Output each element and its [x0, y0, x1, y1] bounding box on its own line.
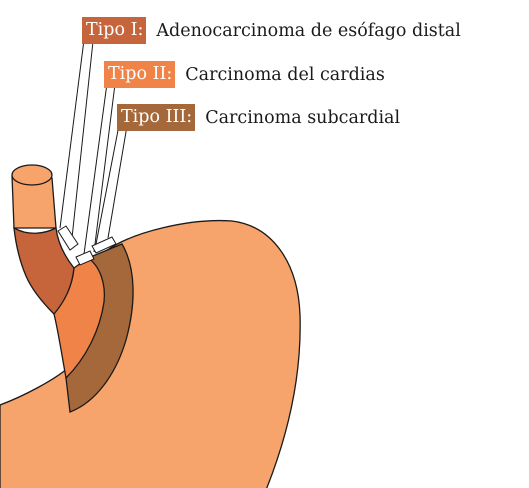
desc-type3: Carcinoma subcardial: [205, 107, 400, 129]
tag-type3: Tipo III:: [117, 104, 195, 131]
pointer-line-type2-b: [94, 76, 116, 252]
label-type2: Tipo II: Carcinoma del cardias: [104, 61, 385, 88]
desc-type1: Adenocarcinoma de esófago distal: [156, 20, 460, 42]
pointer-line-type1-a: [60, 32, 85, 228]
label-type3: Tipo III: Carcinoma subcardial: [117, 104, 400, 131]
pointer-line-type3-b: [108, 120, 128, 238]
tag-type1: Tipo I:: [82, 17, 146, 44]
tag-type2: Tipo II:: [104, 61, 175, 88]
desc-type2: Carcinoma del cardias: [185, 64, 385, 86]
label-type1: Tipo I: Adenocarcinoma de esófago distal: [82, 17, 461, 44]
esophagus-opening: [12, 165, 52, 185]
